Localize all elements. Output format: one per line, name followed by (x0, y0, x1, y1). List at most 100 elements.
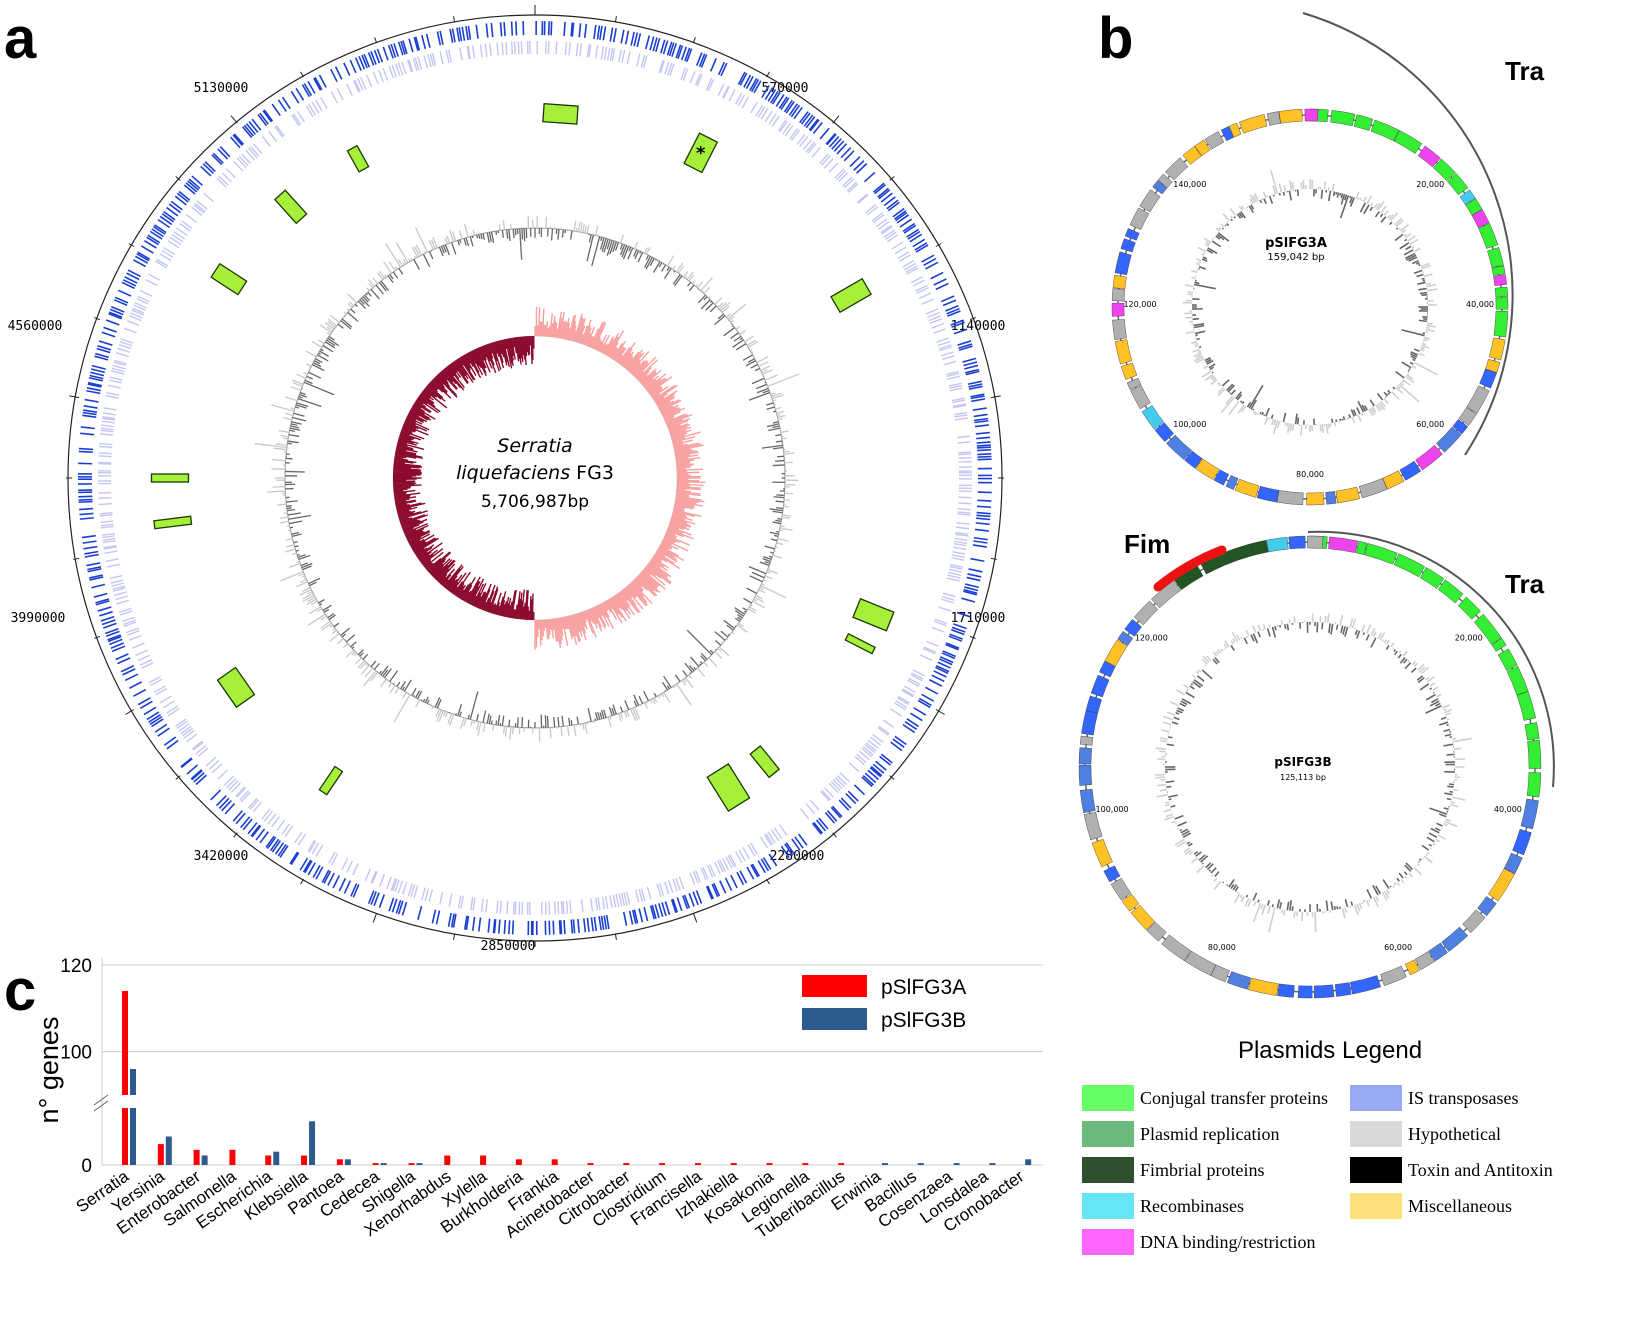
cds-forward (883, 196, 896, 207)
cds-forward (785, 842, 795, 855)
gc-bar (284, 548, 296, 553)
gc-bar (470, 719, 474, 726)
cds-reverse (741, 96, 750, 109)
plasmid-gene (1437, 579, 1464, 604)
gc-bar (309, 581, 317, 587)
gc-bar (709, 305, 717, 313)
cds-reverse (696, 73, 703, 87)
cds-reverse (307, 839, 316, 852)
gc-bar (495, 720, 498, 726)
plasmid-gc-bar (1205, 241, 1211, 246)
skew-bar (409, 533, 431, 546)
cds-forward (864, 772, 877, 784)
cds-forward (780, 97, 790, 111)
skew-bar (595, 605, 607, 627)
legend-label: Fimbrial proteins (1140, 1160, 1265, 1180)
bar (380, 1163, 387, 1165)
plasmid-gene (1462, 909, 1486, 934)
skew-bar (395, 449, 417, 455)
gc-bar (359, 299, 365, 305)
plasmid-gc-bar (1236, 213, 1242, 219)
genomic-island (346, 144, 370, 173)
gc-bar (476, 234, 479, 239)
skew-bar (396, 444, 414, 450)
plasmid-gc-bar (1351, 416, 1356, 424)
plasmid-a-ticks: 20,00040,00060,00080,000100,000120,00014… (1123, 180, 1494, 479)
cds-reverse (750, 842, 758, 855)
cds-reverse (247, 797, 258, 809)
cds-reverse (618, 49, 622, 63)
skew-bar (488, 343, 493, 354)
plasmid-gc-bar (1233, 893, 1241, 904)
cds-forward (907, 230, 921, 240)
plasmid-gc-bar (1397, 385, 1401, 389)
gc-bar (634, 250, 640, 260)
plasmid-gc-bar (1191, 674, 1197, 679)
gc-bar (473, 720, 476, 725)
plasmid-gc-bar (1421, 277, 1425, 280)
skew-bar (580, 325, 589, 344)
plasmid-gc-bar (1249, 194, 1256, 204)
gc-bar (766, 571, 771, 574)
gc-bar (436, 709, 442, 722)
skew-bar (394, 455, 407, 459)
skew-bar (466, 352, 482, 379)
gc-bar (347, 293, 358, 304)
skew-bar (425, 562, 434, 570)
cds-forward (108, 311, 123, 319)
skew-bar (397, 442, 408, 447)
skew-bar (545, 619, 549, 640)
cds-reverse (941, 598, 954, 604)
skew-bar (404, 522, 428, 535)
skew-bar (654, 553, 668, 563)
cds-reverse (197, 747, 209, 757)
cds-forward (122, 279, 137, 287)
skew-bar (397, 440, 408, 445)
skew-bar (393, 491, 407, 495)
gc-bar (783, 450, 790, 453)
cds-reverse (240, 791, 251, 803)
cds-reverse (203, 192, 214, 203)
cds-forward (503, 21, 506, 37)
skew-bar (545, 320, 549, 337)
plasmid-gc-bar (1354, 904, 1359, 915)
cds-forward (961, 597, 976, 603)
gc-bar (663, 267, 672, 279)
plasmid-gc-bar (1213, 651, 1218, 657)
cds-forward (643, 907, 649, 922)
gc-bar (303, 577, 306, 579)
skew-bar (584, 327, 592, 346)
plasmid-gc-bar (1406, 374, 1414, 380)
gc-bar (378, 270, 386, 279)
gc-bar (686, 629, 713, 656)
cds-forward (99, 610, 113, 617)
plasmid-gc-bar (1207, 247, 1218, 255)
cds-forward (188, 178, 201, 189)
cds-forward (215, 795, 227, 807)
gc-bar (783, 452, 795, 455)
plasmid-gc-bar (1211, 371, 1214, 374)
gc-bar (502, 220, 506, 230)
skew-bar (435, 560, 456, 581)
skew-bar (579, 333, 584, 344)
skew-bar (513, 609, 517, 619)
cds-forward (917, 699, 931, 709)
cds-forward (593, 24, 597, 40)
gc-bar (506, 229, 509, 239)
gc-bar (389, 274, 394, 280)
cds-reverse (103, 546, 117, 550)
skew-bar (396, 502, 426, 511)
plasmid-gc-bar (1372, 896, 1380, 908)
cds-reverse (352, 863, 359, 876)
cds-forward (930, 271, 944, 280)
cds-reverse (116, 599, 130, 605)
cds-forward (707, 885, 714, 900)
cds-reverse (238, 155, 249, 167)
plasmid-gc-bar (1196, 865, 1205, 874)
cds-forward (737, 71, 746, 85)
cds-reverse (946, 372, 960, 378)
skew-bar (664, 535, 680, 543)
plasmid-gc-bar (1223, 643, 1228, 649)
plasmid-gene (1356, 540, 1368, 556)
plasmid-gc-bar (1324, 616, 1327, 623)
